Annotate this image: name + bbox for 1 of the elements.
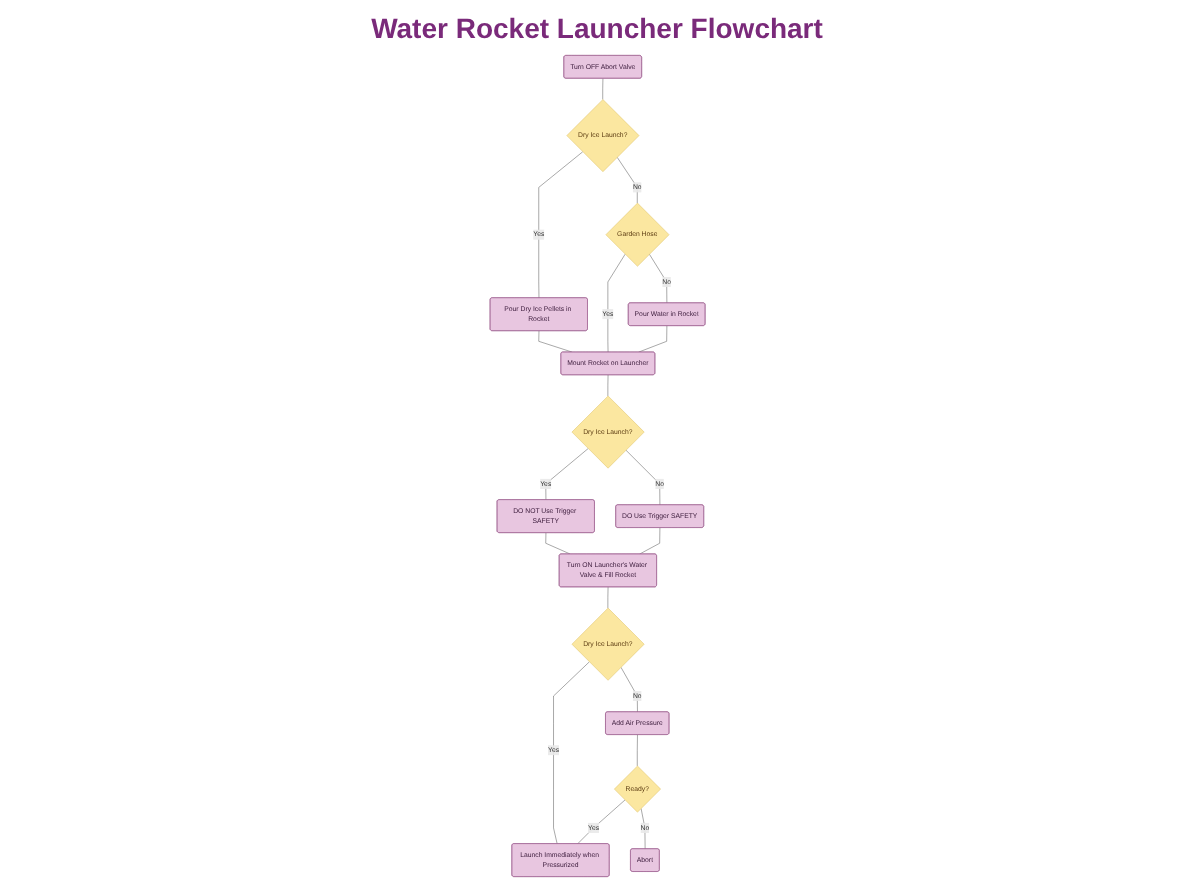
diagram-title: Water Rocket Launcher Flowchart [371, 12, 823, 44]
